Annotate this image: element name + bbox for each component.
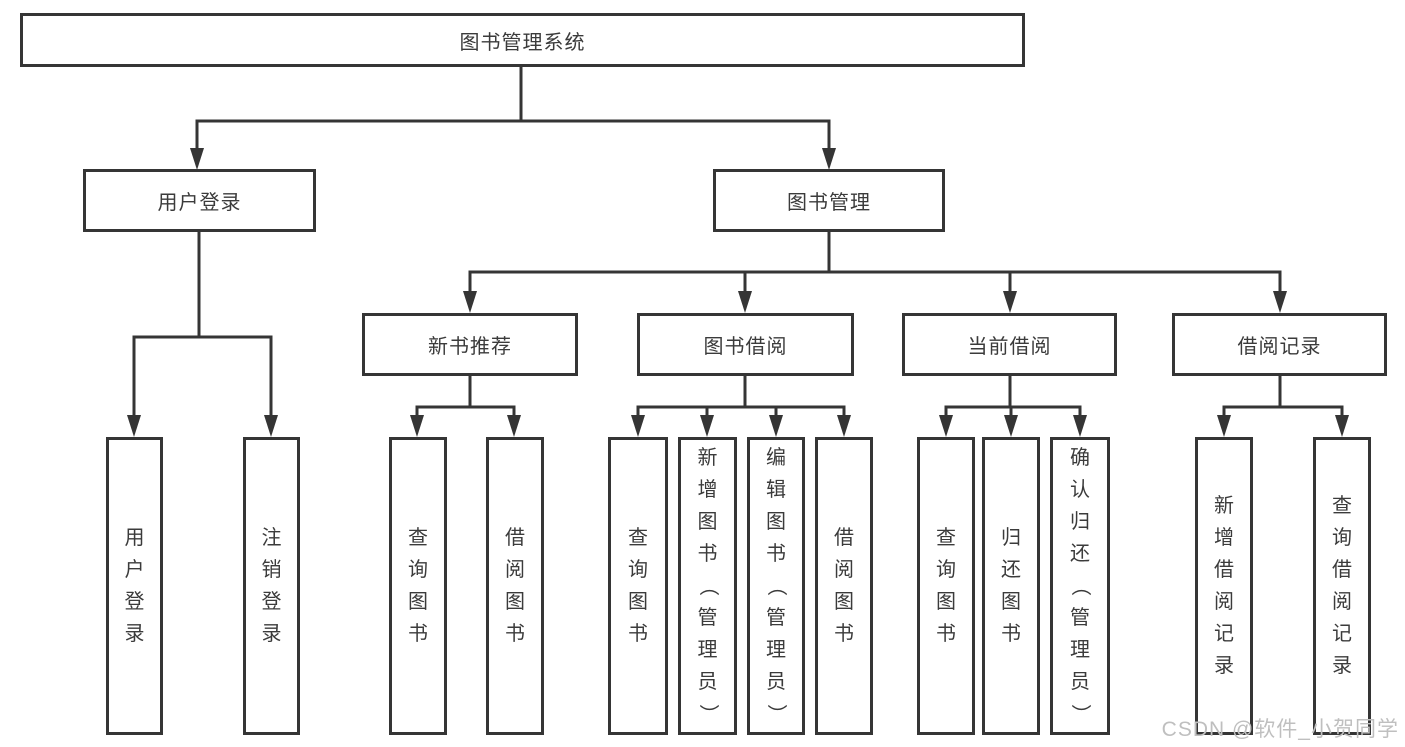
node-book-management-module: 图书管理 (713, 169, 945, 232)
leaf-user-login-label: 用户登录 (124, 527, 145, 645)
leaf-user-login: 用户登录 (106, 437, 163, 735)
leaf-return-books: 归还图书 (982, 437, 1040, 735)
watermark: CSDN @软件_小贺同学 (1161, 718, 1399, 741)
node-book-management-label: 图书管理 (787, 192, 871, 214)
leaf-borrow-books-borrowing: 借阅图书 (815, 437, 873, 735)
node-user-login-label: 用户登录 (157, 192, 242, 214)
leaf-logout: 注销登录 (243, 437, 300, 735)
node-new-book-recommendation: 新书推荐 (362, 313, 578, 376)
node-current-borrowing-label: 当前借阅 (967, 336, 1052, 358)
leaf-borrow-books-recommend: 借阅图书 (486, 437, 544, 735)
node-borrowing-records-label: 借阅记录 (1237, 336, 1322, 358)
leaf-edit-books-admin-label: 编辑图书（管理员） (765, 447, 787, 724)
leaf-query-books-current: 查询图书 (917, 437, 975, 735)
leaf-borrow-books-borrowing-label: 借阅图书 (834, 527, 854, 645)
leaf-edit-books-admin: 编辑图书（管理员） (747, 437, 805, 735)
node-root-label: 图书管理系统 (459, 31, 586, 54)
leaf-query-borrow-record: 查询借阅记录 (1313, 437, 1371, 735)
node-borrowing-records: 借阅记录 (1172, 313, 1387, 376)
leaf-query-books-recommend-label: 查询图书 (408, 527, 428, 645)
node-book-borrowing: 图书借阅 (637, 313, 854, 376)
leaf-borrow-books-recommend-label: 借阅图书 (505, 527, 525, 645)
leaf-return-books-label: 归还图书 (1001, 527, 1021, 645)
leaf-add-borrow-record-label: 新增借阅记录 (1214, 495, 1234, 677)
leaf-query-borrow-record-label: 查询借阅记录 (1332, 495, 1352, 677)
node-root-system: 图书管理系统 (20, 13, 1025, 67)
leaf-logout-label: 注销登录 (261, 527, 282, 645)
leaf-query-books-borrowing: 查询图书 (608, 437, 668, 735)
node-user-login-module: 用户登录 (83, 169, 316, 232)
leaf-add-books-admin-label: 新增图书（管理员） (696, 447, 719, 724)
leaf-query-books-borrowing-label: 查询图书 (628, 527, 648, 645)
leaf-query-books-current-label: 查询图书 (936, 527, 956, 645)
node-new-book-recommendation-label: 新书推荐 (428, 336, 512, 358)
leaf-query-books-recommend: 查询图书 (389, 437, 447, 735)
node-book-borrowing-label: 图书借阅 (703, 336, 788, 358)
leaf-confirm-return-admin: 确认归还（管理员） (1050, 437, 1110, 735)
leaf-add-borrow-record: 新增借阅记录 (1195, 437, 1253, 735)
leaf-confirm-return-admin-label: 确认归还（管理员） (1069, 447, 1091, 724)
node-current-borrowing: 当前借阅 (902, 313, 1117, 376)
leaf-add-books-admin: 新增图书（管理员） (678, 437, 737, 735)
